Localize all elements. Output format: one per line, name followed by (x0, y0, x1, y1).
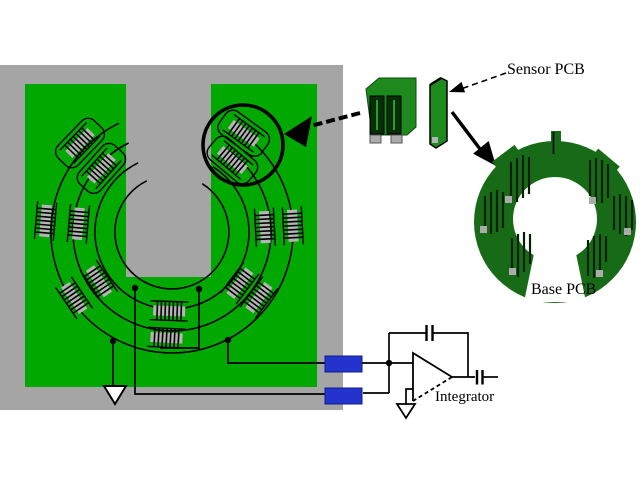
board-wires (112, 288, 325, 395)
ground-symbol-opamp (395, 403, 417, 420)
arrow-to-base-icon (450, 110, 496, 166)
ground-symbol-board (102, 385, 128, 406)
output-capacitor (475, 370, 484, 385)
sensor-pcb-leader-icon (449, 72, 507, 93)
base-pcb-label: Base PCB (531, 281, 597, 298)
connector-upper (324, 355, 363, 373)
connector-lower (324, 387, 363, 405)
opamp (412, 351, 453, 402)
sensor-assembly-3d (365, 77, 417, 144)
base-pcb (474, 131, 636, 303)
sensor-pcb-side (429, 76, 448, 149)
sensor-pcb-label: Sensor PCB (507, 61, 585, 78)
feedback-capacitor (425, 325, 434, 341)
integrator-circuit (362, 325, 498, 420)
arrow-to-circle-icon (284, 111, 361, 147)
input-node-dot (385, 359, 393, 367)
integrator-label: Integrator (435, 389, 495, 405)
magnifier-circle (201, 103, 285, 187)
junction-dots (109, 284, 232, 345)
base-pcb-pads (480, 196, 631, 277)
